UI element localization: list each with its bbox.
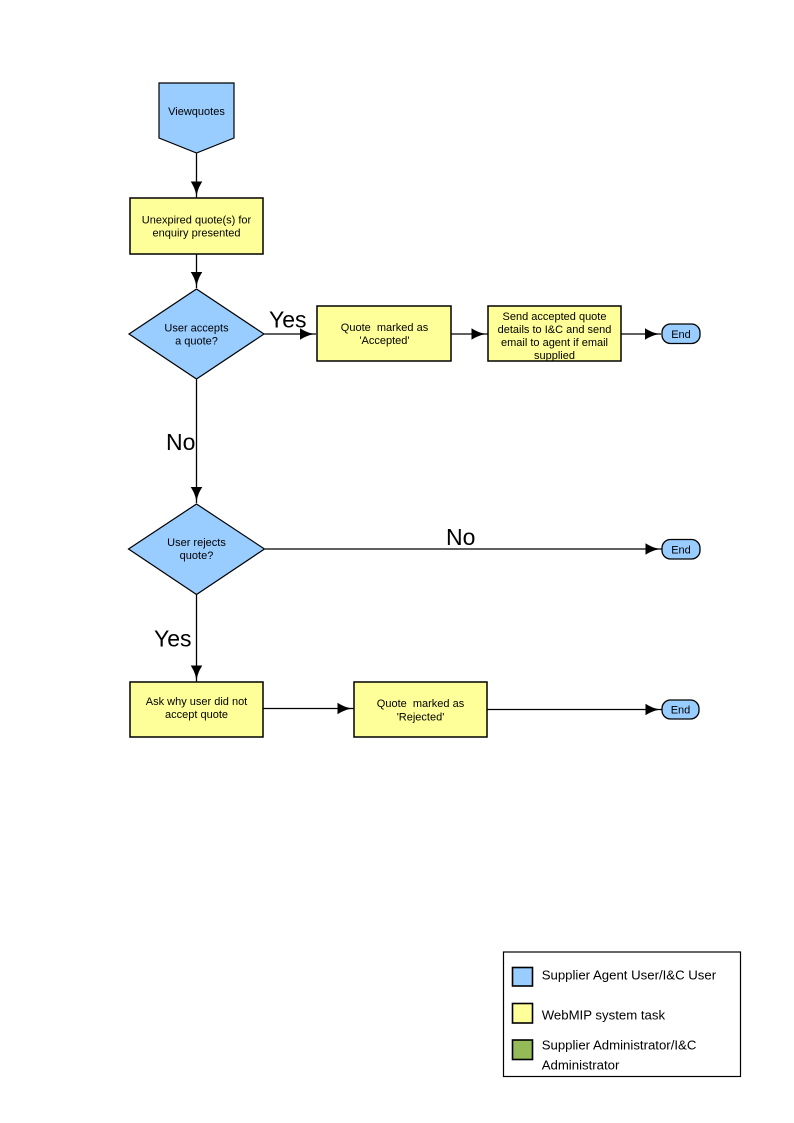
- svg-text:No: No: [166, 429, 195, 455]
- svg-text:Send accepted quote: Send accepted quote: [503, 311, 607, 323]
- svg-text:Administrator: Administrator: [542, 1058, 620, 1073]
- svg-text:supplied: supplied: [534, 350, 575, 362]
- svg-text:'Rejected': 'Rejected': [397, 712, 445, 724]
- svg-text:quote?: quote?: [180, 550, 214, 562]
- svg-text:Quote marked as: Quote marked as: [341, 322, 429, 334]
- svg-text:End: End: [671, 705, 691, 717]
- svg-text:Supplier Administrator/I&C: Supplier Administrator/I&C: [542, 1038, 697, 1053]
- svg-text:Quote marked as: Quote marked as: [377, 698, 465, 710]
- svg-text:email to agent if email: email to agent if email: [501, 337, 608, 349]
- svg-text:End: End: [671, 329, 691, 341]
- svg-text:Ask why user did not: Ask why user did not: [146, 696, 248, 708]
- svg-text:details to I&C and send: details to I&C and send: [498, 324, 612, 336]
- svg-text:Viewquotes: Viewquotes: [168, 106, 225, 118]
- svg-text:User rejects: User rejects: [167, 537, 226, 549]
- svg-text:Unexpired quote(s) for: Unexpired quote(s) for: [142, 215, 252, 227]
- svg-text:User accepts: User accepts: [164, 323, 229, 335]
- svg-text:a quote?: a quote?: [175, 336, 218, 348]
- svg-text:WebMIP system task: WebMIP system task: [542, 1008, 666, 1023]
- svg-text:No: No: [446, 524, 475, 550]
- svg-text:Supplier Agent User/I&C User: Supplier Agent User/I&C User: [542, 968, 717, 983]
- svg-text:'Accepted': 'Accepted': [359, 335, 409, 347]
- svg-text:Yes: Yes: [269, 307, 307, 333]
- svg-text:End: End: [671, 544, 691, 556]
- svg-text:accept quote: accept quote: [165, 709, 228, 721]
- svg-text:Yes: Yes: [154, 626, 192, 652]
- svg-text:enquiry presented: enquiry presented: [152, 228, 240, 240]
